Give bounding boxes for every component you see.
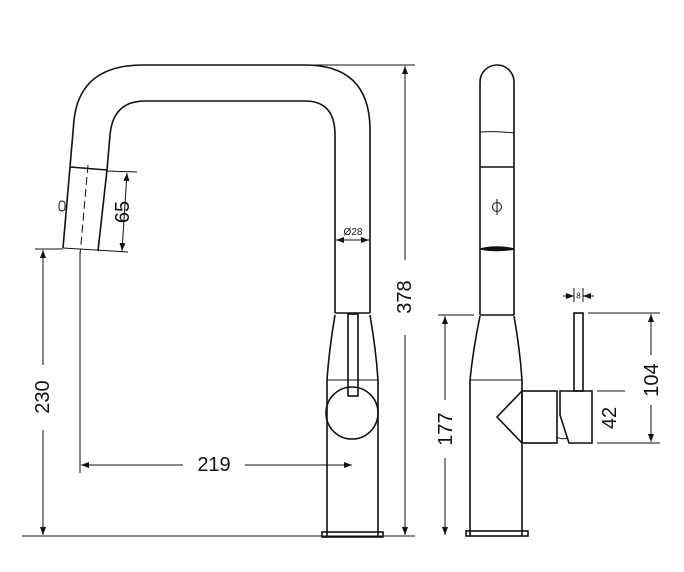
handle-front — [495, 312, 593, 444]
dim-lever-height: 104 — [588, 312, 663, 444]
spout-front — [479, 64, 515, 315]
dim-label-28: Ø28 — [344, 227, 363, 238]
dim-overall-height: 378 — [305, 64, 416, 535]
spray-head — [58, 164, 129, 256]
base-plate-front — [465, 530, 529, 537]
dim-label-42: 42 — [599, 407, 621, 429]
side-view: 65 Ø28 378 230 219 — [22, 64, 416, 538]
lever-rod — [573, 312, 584, 392]
diverter-button-icon — [492, 199, 502, 215]
dim-handle-height: 42 — [599, 407, 621, 429]
base-plate — [321, 531, 384, 538]
spray-button-icon — [58, 200, 66, 212]
dim-label-177: 177 — [435, 412, 457, 445]
dim-spout-diameter: Ø28 — [336, 227, 369, 243]
dim-spout-height: 230 — [32, 248, 63, 535]
spout-outer-outline — [69, 64, 371, 313]
dim-label-230: 230 — [32, 380, 54, 413]
spout-inner-outline — [106, 100, 336, 313]
body-side — [321, 312, 384, 538]
dim-body-height: 177 — [435, 314, 474, 535]
handle-knob — [325, 386, 379, 440]
dim-label-104: 104 — [641, 363, 663, 396]
dim-spout-reach: 219 — [79, 252, 352, 476]
dim-spray-head-length: 65 — [106, 170, 138, 252]
dim-label-378: 378 — [394, 280, 416, 313]
dim-label-8: 8 — [576, 292, 581, 301]
dim-label-65: 65 — [112, 201, 134, 223]
dim-lever-width: 8 — [563, 288, 594, 302]
dim-label-219: 219 — [197, 454, 230, 476]
front-view: 8 177 104 42 — [435, 64, 663, 537]
